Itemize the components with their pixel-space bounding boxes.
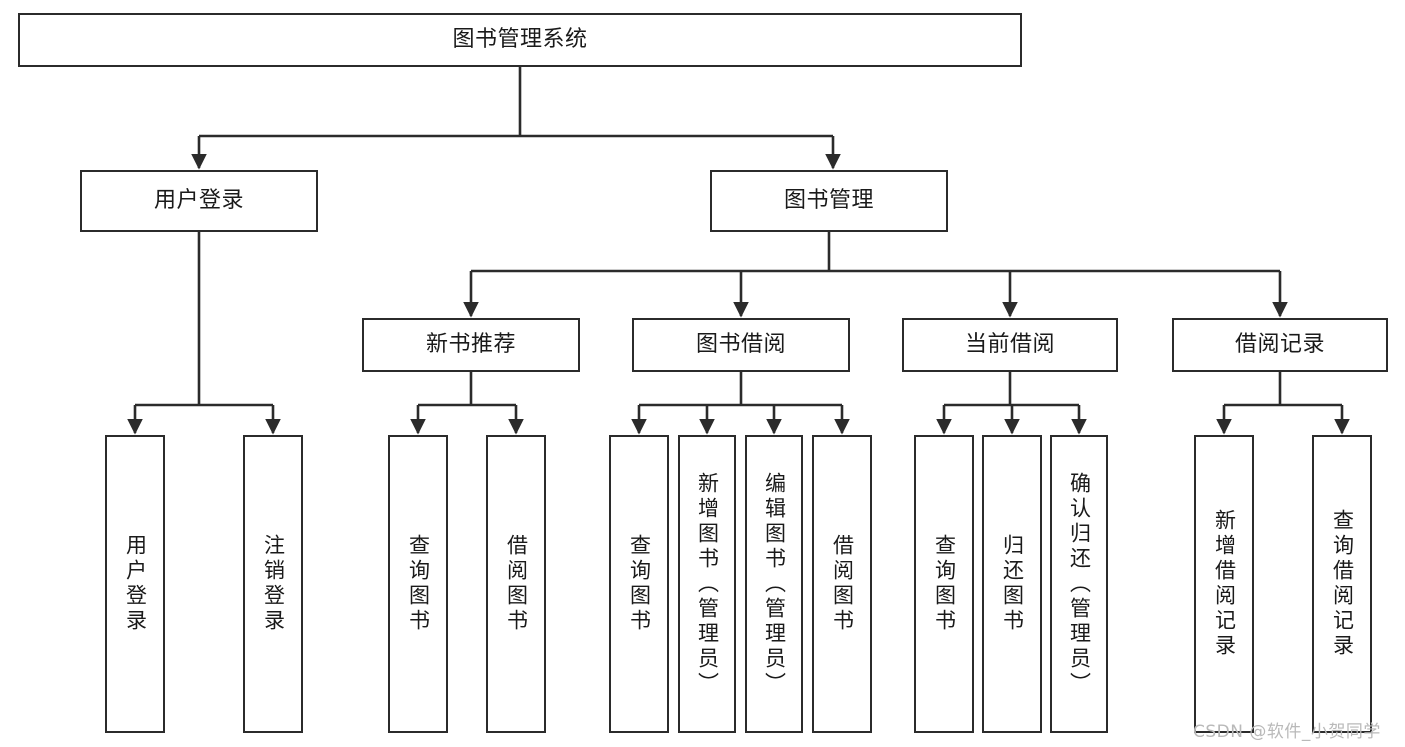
leaf-label: 新增图书（管理员） bbox=[695, 471, 720, 697]
node-root-label: 图书管理系统 bbox=[452, 26, 588, 52]
node-root[interactable]: 图书管理系统 bbox=[18, 13, 1022, 67]
node-current-borrow[interactable]: 当前借阅 bbox=[902, 318, 1118, 372]
leaf-label: 查询图书 bbox=[406, 534, 431, 634]
leaf-add-borrow-record[interactable]: 新增借阅记录 bbox=[1194, 435, 1254, 733]
leaf-label: 借阅图书 bbox=[830, 534, 855, 634]
node-current-borrow-label: 当前借阅 bbox=[964, 331, 1055, 357]
leaf-query-book-current[interactable]: 查询图书 bbox=[914, 435, 974, 733]
node-book-management-label: 图书管理 bbox=[783, 187, 874, 213]
node-book-borrow[interactable]: 图书借阅 bbox=[632, 318, 850, 372]
node-book-management[interactable]: 图书管理 bbox=[710, 170, 948, 232]
leaf-label: 用户登录 bbox=[123, 534, 148, 634]
leaf-add-book-admin[interactable]: 新增图书（管理员） bbox=[678, 435, 736, 733]
leaf-label: 注销登录 bbox=[261, 534, 286, 634]
node-user-login[interactable]: 用户登录 bbox=[80, 170, 318, 232]
node-user-login-label: 用户登录 bbox=[153, 187, 244, 213]
leaf-label: 归还图书 bbox=[1000, 534, 1025, 634]
leaf-user-login[interactable]: 用户登录 bbox=[105, 435, 165, 733]
leaf-query-book-borrow[interactable]: 查询图书 bbox=[609, 435, 669, 733]
leaf-label: 查询图书 bbox=[932, 534, 957, 634]
node-borrow-record[interactable]: 借阅记录 bbox=[1172, 318, 1388, 372]
leaf-label: 查询图书 bbox=[627, 534, 652, 634]
leaf-edit-book-admin[interactable]: 编辑图书（管理员） bbox=[745, 435, 803, 733]
node-new-book-recommend[interactable]: 新书推荐 bbox=[362, 318, 580, 372]
leaf-query-borrow-record[interactable]: 查询借阅记录 bbox=[1312, 435, 1372, 733]
leaf-query-book-recommend[interactable]: 查询图书 bbox=[388, 435, 448, 733]
leaf-borrow-book[interactable]: 借阅图书 bbox=[812, 435, 872, 733]
leaf-label: 编辑图书（管理员） bbox=[762, 471, 787, 697]
leaf-borrow-book-recommend[interactable]: 借阅图书 bbox=[486, 435, 546, 733]
node-book-borrow-label: 图书借阅 bbox=[695, 331, 786, 357]
leaf-confirm-return-admin[interactable]: 确认归还（管理员） bbox=[1050, 435, 1108, 733]
node-new-book-recommend-label: 新书推荐 bbox=[425, 331, 516, 357]
node-borrow-record-label: 借阅记录 bbox=[1234, 331, 1325, 357]
leaf-logout[interactable]: 注销登录 bbox=[243, 435, 303, 733]
csdn-watermark: CSDN @软件_小贺同学 bbox=[1193, 722, 1381, 742]
leaf-label: 新增借阅记录 bbox=[1212, 509, 1237, 659]
leaf-label: 借阅图书 bbox=[504, 534, 529, 634]
leaf-return-book[interactable]: 归还图书 bbox=[982, 435, 1042, 733]
leaf-label: 确认归还（管理员） bbox=[1067, 471, 1092, 697]
leaf-label: 查询借阅记录 bbox=[1330, 509, 1355, 659]
